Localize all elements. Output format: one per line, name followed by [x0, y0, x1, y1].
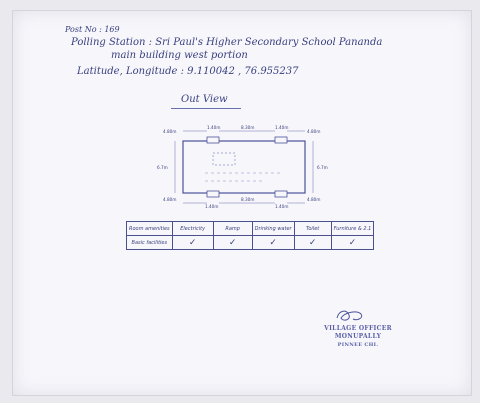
official-seal: VILLAGE OFFICER MONUPALLY PINNEE CHI. [293, 325, 423, 349]
facilities-table: Room amenities Electricity Ramp Drinking… [126, 221, 375, 250]
dim-label: 8.30m [241, 197, 254, 202]
table-header-cell: Drinking water [251, 221, 295, 236]
dim-label: 6.7m [317, 165, 328, 170]
dim-label: 4.80m [163, 197, 176, 202]
table-header-cell: Room amenities [126, 221, 173, 236]
scanned-document-page: Post No : 169 Polling Station : Sri Paul… [12, 10, 472, 396]
seal-line: VILLAGE OFFICER [324, 325, 392, 332]
dim-label: 8.30m [241, 125, 254, 130]
table-row: Basic facilities ✓ ✓ ✓ ✓ ✓ [126, 235, 375, 250]
inner-box [212, 152, 236, 166]
table-header-cell: Toilet [293, 221, 332, 236]
dim-label: 4.80m [307, 129, 320, 134]
tick-mark: ✓ [212, 235, 253, 250]
lat-long-line: Latitude, Longitude : 9.110042 , 76.9552… [77, 66, 299, 77]
sketch-title: Out View [181, 94, 228, 105]
table-header-cell: Electricity [171, 221, 214, 236]
seal-line: MONUPALLY [334, 333, 382, 340]
room-outline [182, 140, 306, 194]
floor-plan-sketch: 4.80m 1.40m 8.30m 1.40m 4.80m 6.7m 6.7m … [157, 125, 328, 209]
tick-mark: ✓ [330, 235, 375, 250]
dim-label: 4.80m [163, 129, 176, 134]
table-header-cell: Furniture & 2.1 [330, 221, 375, 236]
dim-label: 1.40m [275, 204, 288, 209]
tick-mark: ✓ [251, 235, 295, 250]
tick-mark: ✓ [293, 235, 332, 250]
dim-label: 4.80m [307, 197, 320, 202]
door-top-left [206, 136, 220, 144]
dim-label: 1.40m [205, 204, 218, 209]
door-bottom-left [206, 190, 220, 198]
table-row-label: Basic facilities [126, 235, 173, 250]
dim-label: 6.7m [157, 165, 168, 170]
door-bottom-right [274, 190, 288, 198]
dim-label: 1.40m [275, 125, 288, 130]
dim-label: 1.40m [207, 125, 220, 130]
post-number: Post No : 169 [65, 25, 120, 34]
title-underline [171, 108, 241, 109]
door-top-right [274, 136, 288, 144]
table-header-cell: Ramp [212, 221, 253, 236]
table-header-row: Room amenities Electricity Ramp Drinking… [126, 221, 375, 236]
polling-station-line: Polling Station : Sri Paul's Higher Seco… [71, 37, 383, 48]
signature-mark [336, 310, 363, 321]
seal-line: PINNEE CHI. [337, 342, 379, 348]
building-line: main building west portion [111, 50, 248, 61]
tick-mark: ✓ [171, 235, 214, 250]
